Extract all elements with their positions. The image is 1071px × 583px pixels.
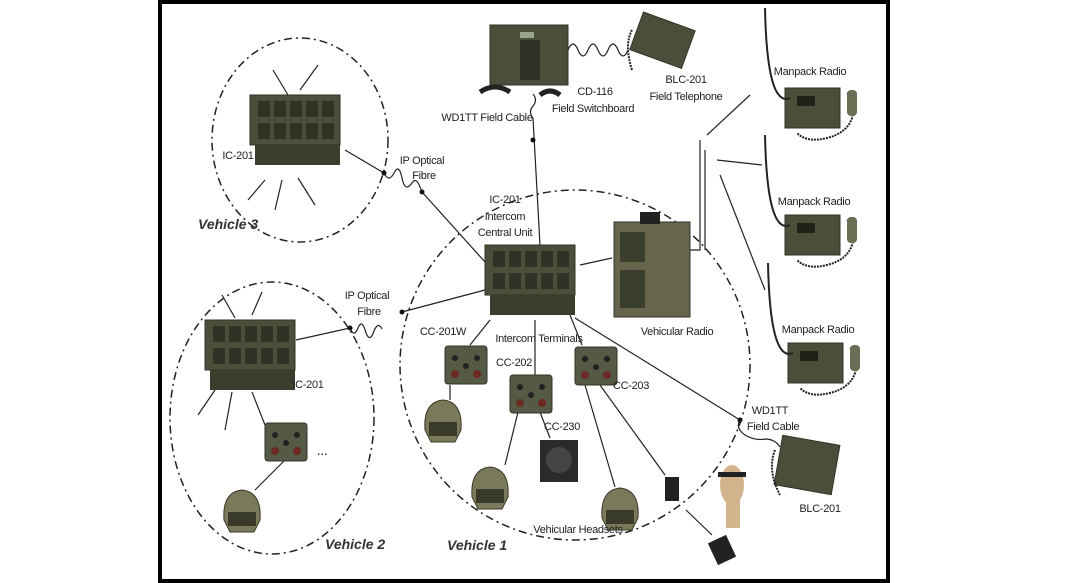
headset-helmet-vehicle2 — [223, 489, 261, 533]
vehicular-radio-label: Vehicular Radio — [640, 326, 714, 338]
cc202-label: CC-202 — [495, 357, 533, 369]
manpack-radio-1-label: Manpack Radio — [773, 66, 847, 78]
cc202-terminal-device — [509, 374, 553, 414]
headset-helmet-2 — [471, 466, 509, 510]
cc201w-label: CC-201W — [419, 326, 467, 338]
vehicle1-boundary — [399, 189, 751, 541]
blc201-bottom-label: BLC-201 — [799, 503, 841, 515]
cc201w-terminal-device — [444, 345, 488, 385]
ip-fibre-1-label-b: Fibre — [412, 170, 436, 182]
vehicle2-label: Vehicle 2 — [325, 536, 386, 552]
cc-terminal-vehicle2-device — [264, 422, 308, 462]
blc201-top-label: BLC-201 — [665, 74, 707, 86]
intercom-terminals-label: Intercom Terminals — [495, 333, 583, 345]
ip-fibre-1-label-a: IP Optical — [399, 155, 445, 167]
blc201-field-telephone-device — [627, 11, 696, 71]
headset-helmet-1 — [424, 399, 462, 443]
blc201-top-sublabel: Field Telephone — [649, 91, 723, 103]
wd1tt-bottom-label-b: Field Cable — [746, 421, 800, 433]
vehicular-radio-device — [613, 212, 691, 318]
blc201-bottom-device — [770, 434, 841, 496]
ic201-central-unit-device — [484, 244, 576, 316]
vehicular-headsets-label: Vehicular Headsets — [533, 524, 623, 536]
central-unit-label-a: IC-201 — [489, 194, 521, 206]
wd1tt-top-label: WD1TT Field Cable — [441, 112, 533, 124]
wd1tt-bottom-label-a: WD1TT — [751, 405, 789, 417]
ip-fibre-2-label-b: Fibre — [357, 306, 381, 318]
ptt-switch-device — [665, 477, 679, 501]
cc203-terminal-device — [574, 346, 618, 386]
vehicle2-boundary — [169, 281, 375, 555]
ic201-vehicle3-device — [249, 94, 341, 166]
more-terminals-ellipsis: ... — [316, 442, 328, 458]
manpack-radio-3-label: Manpack Radio — [781, 324, 855, 336]
cd116-switchboard-device — [478, 24, 569, 98]
mannequin-headset-device — [707, 465, 746, 566]
central-unit-label-b: Intercom — [484, 211, 526, 223]
central-unit-label-c: Central Unit — [477, 227, 533, 239]
cc230-label: CC-230 — [543, 421, 581, 433]
vehicle1-label: Vehicle 1 — [447, 537, 508, 553]
cd116-sublabel: Field Switchboard — [551, 103, 635, 115]
ic201-vehicle2-label: IC-201 — [292, 379, 324, 391]
vehicle3-label: Vehicle 3 — [198, 216, 259, 232]
cc203-label: CC-203 — [612, 380, 650, 392]
manpack-radio-2-label: Manpack Radio — [777, 196, 851, 208]
ic201-vehicle2-device — [204, 319, 296, 391]
vehicle3-boundary — [211, 37, 389, 243]
ic201-vehicle3-label: IC-201 — [222, 150, 254, 162]
cc230-speaker-device — [540, 440, 578, 482]
ip-fibre-2-label-a: IP Optical — [344, 290, 390, 302]
cd116-label: CD-116 — [577, 86, 613, 98]
